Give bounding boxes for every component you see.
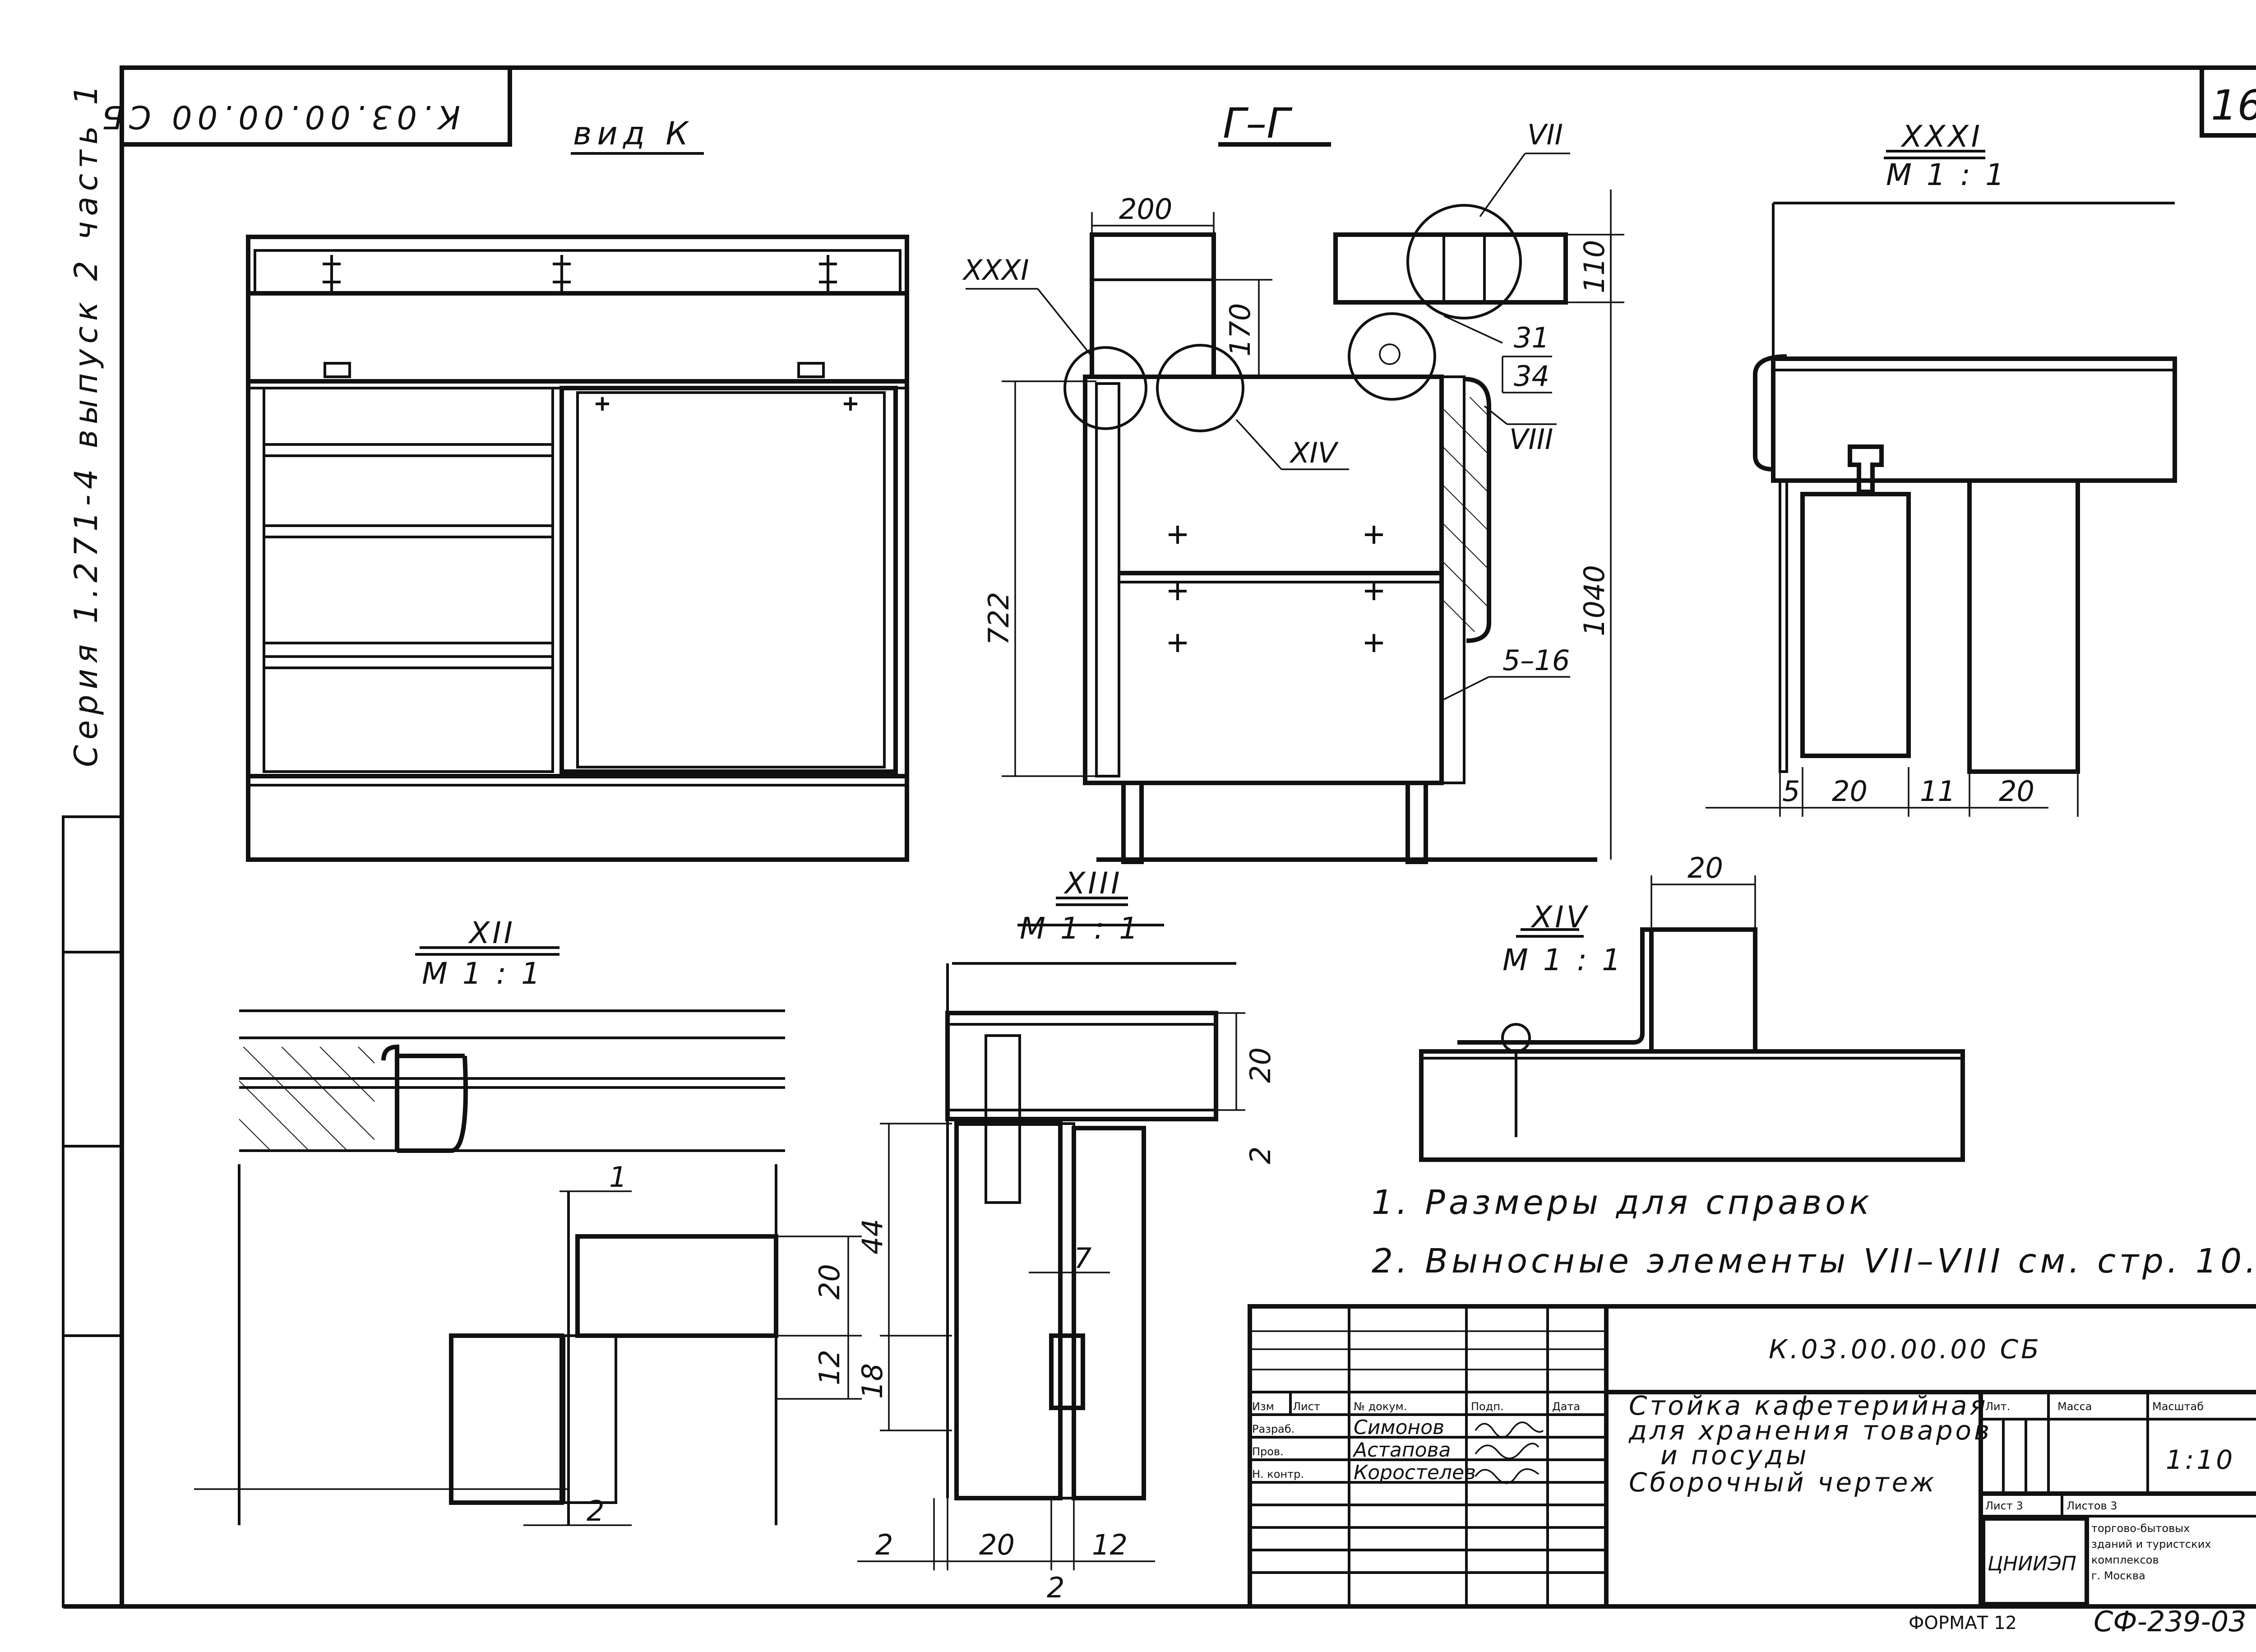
dim-gg-1040: 1040 xyxy=(1578,565,1611,636)
tb-lit-label: Лит. xyxy=(1985,1400,2010,1413)
dim-gg-722: 722 xyxy=(982,592,1015,645)
tb-row2-role: Пров. xyxy=(1252,1445,1284,1458)
detail-xii-drawing xyxy=(194,946,862,1526)
dim-xii-20: 20 xyxy=(813,1264,846,1300)
dim-gg-110: 110 xyxy=(1578,240,1611,293)
dim-xiii-bottom-20: 20 xyxy=(979,1528,1015,1561)
dim-xxxi-20a: 20 xyxy=(1832,775,1868,808)
detail-xiv-drawing xyxy=(1419,875,1965,1162)
tb-sheet-label: Лист 3 xyxy=(1985,1499,2023,1512)
tb-row2-name: Астапова xyxy=(1352,1439,1451,1462)
callout-part-range: 5–16 xyxy=(1502,644,1570,677)
tb-row3-role: Н. контр. xyxy=(1252,1468,1304,1481)
sheet-frame xyxy=(62,65,2256,1609)
dim-xiii-bottom-2b: 2 xyxy=(1047,1571,1064,1604)
title-block-grid xyxy=(1248,1304,2256,1609)
callout-xiv: XIV xyxy=(1289,436,1339,469)
tb-org-logo: ЦНИИЭП xyxy=(1988,1552,2076,1575)
detail-xiii-scale: М 1 : 1 xyxy=(1020,911,1141,946)
tb-col-sign: Подп. xyxy=(1471,1400,1504,1413)
dim-xiii-44: 44 xyxy=(856,1219,889,1254)
dim-xiii-7: 7 xyxy=(1074,1242,1091,1275)
format-label: ФОРМАТ 12 xyxy=(1909,1613,2017,1633)
dim-xxxi-5: 5 xyxy=(1782,775,1800,808)
dim-xiv-20: 20 xyxy=(1687,851,1723,884)
tb-scale-value: 1:10 xyxy=(2166,1444,2235,1475)
detail-xxxi-label: XXXI xyxy=(1900,119,1983,154)
tb-scale-label: Масштаб xyxy=(2152,1400,2204,1413)
dim-xiii-2: 2 xyxy=(1244,1147,1277,1164)
detail-xiii-label: XIII xyxy=(1063,866,1123,901)
dim-gg-200: 200 xyxy=(1119,193,1172,226)
dim-xiii-bottom-2: 2 xyxy=(875,1528,893,1561)
tb-org-line1: торгово-бытовых xyxy=(2091,1522,2190,1535)
dim-xii-12: 12 xyxy=(813,1350,846,1385)
page-number: 16 xyxy=(2211,81,2256,130)
callout-viii: VIII xyxy=(1509,423,1553,456)
tb-row1-name: Симонов xyxy=(1354,1416,1444,1439)
tb-row3-name: Коростелев xyxy=(1354,1461,1476,1484)
detail-xiv-scale: М 1 : 1 xyxy=(1502,943,1623,977)
callout-vii: VII xyxy=(1527,118,1563,151)
drawing-code: СФ-239-03 xyxy=(2094,1605,2247,1638)
tb-name-4: Сборочный чертеж xyxy=(1629,1467,1937,1498)
dim-xiii-bottom-12: 12 xyxy=(1092,1528,1128,1561)
tb-org-line4: г. Москва xyxy=(2091,1569,2145,1582)
detail-xxxi-drawing xyxy=(1706,150,2177,817)
detail-xiii-drawing xyxy=(857,897,1245,1570)
tb-col-date: Дата xyxy=(1552,1400,1580,1413)
side-series-label: Серия 1.271-4 выпуск 2 часть 1 xyxy=(68,79,105,767)
tb-row1-role: Разраб. xyxy=(1252,1423,1294,1435)
tb-col-izm: Изм xyxy=(1252,1400,1274,1413)
tb-mass-label: Масса xyxy=(2057,1400,2092,1413)
view-k-title: вид К xyxy=(573,115,693,152)
tb-name-1: Стойка кафетерийная xyxy=(1629,1390,1988,1421)
dim-xii-1: 1 xyxy=(609,1161,627,1194)
dim-xiii-18: 18 xyxy=(856,1363,889,1399)
detail-xiv-label: XIV xyxy=(1530,900,1590,935)
dim-xii-2: 2 xyxy=(587,1495,604,1527)
tb-designation: К.03.00.00.00 СБ xyxy=(1769,1334,2042,1365)
callout-part-31: 31 xyxy=(1514,321,1549,354)
callout-part-34: 34 xyxy=(1514,360,1549,393)
callout-xxxi: XXXI xyxy=(962,254,1029,287)
section-gg-drawing: Г–Г xyxy=(966,99,1624,864)
detail-xii-label: XII xyxy=(468,916,515,950)
tb-name-3: и посуды xyxy=(1660,1440,1809,1471)
note-1: 1. Размеры для справок xyxy=(1372,1183,1873,1222)
tb-col-doc: № докум. xyxy=(1354,1400,1407,1413)
dim-gg-170: 170 xyxy=(1224,303,1257,356)
tb-name-2: для хранения товаров xyxy=(1628,1415,1992,1446)
note-2: 2. Выносные элементы VII–VIII см. стр. 1… xyxy=(1372,1242,2256,1281)
section-gg-title: Г–Г xyxy=(1223,99,1293,148)
dim-xxxi-11: 11 xyxy=(1920,775,1956,808)
dim-xxxi-20b: 20 xyxy=(1999,775,2034,808)
signature-marks xyxy=(1475,1421,1544,1484)
tb-sheets-label: Листов 3 xyxy=(2066,1499,2117,1512)
detail-xxxi-scale: М 1 : 1 xyxy=(1886,157,2007,192)
detail-xii-scale: М 1 : 1 xyxy=(422,956,543,991)
inverted-stamp: К.03.00.00.00 СБ xyxy=(97,98,460,135)
tb-org-line2: зданий и туристских xyxy=(2091,1538,2211,1550)
tb-col-list: Лист xyxy=(1293,1400,1320,1413)
dim-xiii-20: 20 xyxy=(1244,1047,1277,1083)
view-k-drawing: вид К xyxy=(246,115,909,862)
tb-org-line3: комплексов xyxy=(2091,1554,2159,1566)
